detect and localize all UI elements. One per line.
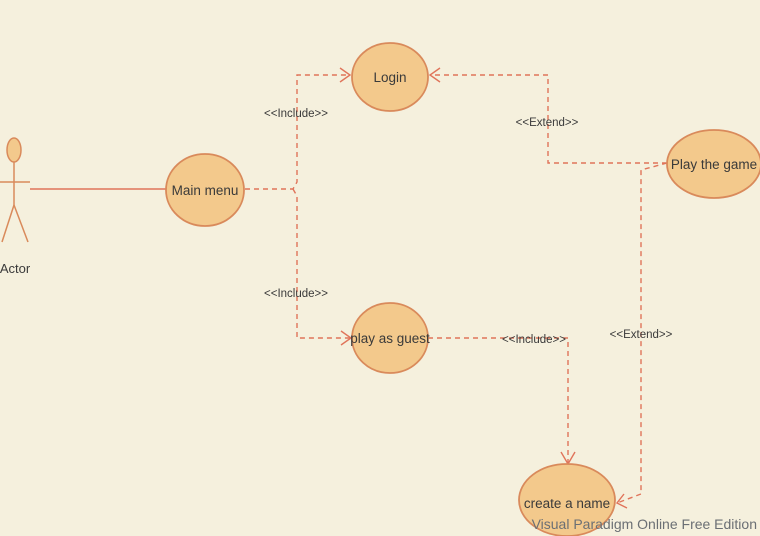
include-login-label: <<Include>> <box>264 108 328 120</box>
actor-left-leg <box>1 204 15 243</box>
watermark: Visual Paradigm Online Free Edition <box>532 516 757 532</box>
extend-login-arrowhead <box>428 67 441 83</box>
actor-label: Actor <box>0 261 31 276</box>
use-case-login-shape <box>351 42 429 112</box>
include-guest-label: <<Include>> <box>264 288 328 300</box>
extend-login-label: <<Extend>> <box>516 117 579 129</box>
extend-play-game-login <box>430 74 667 164</box>
use-case-main-menu-label: Main menu <box>172 183 239 198</box>
include-guest-arrowhead <box>340 330 353 346</box>
use-case-play-the-game-label: Play the game <box>671 157 757 172</box>
use-case-play-the-game-shape <box>666 129 760 199</box>
include-main-menu-play-as-guest <box>292 188 351 339</box>
use-case-create-a-name-shape <box>518 463 616 536</box>
extend-create-name-label: <<Extend>> <box>610 329 673 341</box>
use-case-play-as-guest-label: play as guest <box>350 331 430 346</box>
use-case-main-menu-shape <box>165 153 245 227</box>
extend-create-name-arrowhead <box>615 493 628 509</box>
actor-figure[interactable] <box>0 137 30 243</box>
use-case-login[interactable]: Login <box>351 42 429 112</box>
include-main-menu-login <box>245 74 350 190</box>
use-case-main-menu[interactable]: Main menu <box>165 153 245 227</box>
use-case-create-a-name[interactable]: create a name <box>518 463 616 536</box>
include-play-as-guest-create-name <box>428 337 569 463</box>
use-case-create-a-name-label: create a name <box>524 496 610 511</box>
include-create-name-label: <<Include>> <box>502 334 566 346</box>
extend-play-game-create-name <box>616 162 668 504</box>
actor-right-leg <box>13 204 29 243</box>
include-login-arrowhead <box>339 67 352 83</box>
use-case-play-as-guest[interactable]: play as guest <box>350 302 430 374</box>
actor-head <box>6 137 22 163</box>
use-case-play-as-guest-shape <box>351 302 429 374</box>
use-case-login-label: Login <box>373 70 406 85</box>
use-case-play-the-game[interactable]: Play the game <box>666 129 760 199</box>
